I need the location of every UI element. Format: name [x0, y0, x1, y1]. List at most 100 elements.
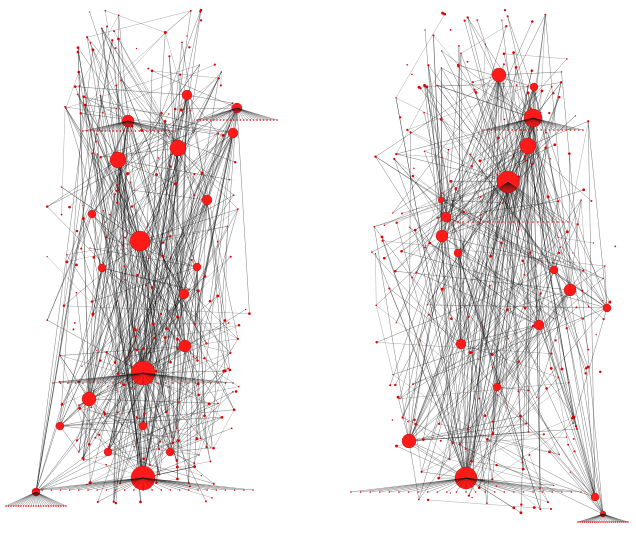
graph-edge	[87, 477, 144, 491]
graph-node-small	[50, 489, 53, 491]
graph-node-small	[350, 491, 352, 493]
graph-node-small	[91, 314, 94, 317]
graph-edge	[142, 372, 166, 384]
graph-node-small	[395, 221, 398, 224]
graph-node-small	[600, 521, 602, 523]
graph-edge	[116, 32, 166, 86]
graph-node-small	[234, 390, 238, 393]
graph-edge	[527, 121, 589, 147]
graph-node-small	[469, 153, 472, 156]
graph-node-small	[576, 223, 579, 226]
graph-node-small	[62, 304, 66, 308]
graph-edge	[587, 121, 596, 498]
graph-edge	[472, 181, 509, 223]
graph-node-small	[171, 441, 175, 445]
graph-edge	[507, 16, 571, 291]
graph-edge	[60, 477, 144, 491]
graph-node-small	[160, 489, 163, 491]
graph-node-small	[614, 245, 617, 248]
graph-node-small	[149, 382, 152, 384]
graph-node-small	[217, 402, 219, 405]
graph-node-small	[232, 119, 235, 121]
graph-edge	[236, 107, 258, 121]
graph-edge	[116, 85, 144, 479]
graph-edge	[399, 289, 571, 399]
graph-node-small	[520, 503, 523, 506]
graph-node-small	[359, 491, 362, 493]
graph-edge	[492, 181, 509, 223]
graph-node-small	[198, 64, 201, 66]
graph-node-small	[528, 453, 531, 456]
graph-edge	[100, 95, 119, 161]
graph-node-small	[115, 84, 118, 87]
graph-edge	[497, 394, 596, 498]
graph-edge	[127, 120, 160, 450]
graph-edge	[395, 97, 467, 479]
graph-edge	[69, 477, 144, 491]
graph-node-small	[158, 473, 161, 476]
graph-node-small	[425, 85, 429, 89]
graph-node-small	[173, 107, 177, 111]
graph-node-small	[374, 155, 377, 158]
graph-node-small	[517, 228, 520, 231]
graph-edge	[18, 491, 37, 507]
graph-edge	[532, 117, 542, 131]
graph-node-small	[522, 221, 524, 223]
graph-node-small	[393, 269, 397, 273]
graph-node-small	[113, 361, 117, 364]
graph-edge	[91, 213, 116, 363]
graph-node-small	[159, 312, 163, 316]
graph-node-small	[581, 289, 584, 292]
graph-edge	[61, 240, 141, 405]
graph-node-small	[495, 485, 498, 487]
graph-edge	[408, 316, 469, 442]
graph-node-small	[117, 411, 119, 414]
graph-node-small	[478, 159, 482, 163]
graph-node-small	[478, 397, 481, 400]
graph-node-small	[407, 420, 409, 423]
graph-node-small	[229, 255, 232, 258]
graph-node-small	[470, 165, 474, 168]
graph-edge	[107, 172, 203, 453]
graph-node-small	[12, 505, 15, 507]
graph-node-small	[237, 324, 241, 327]
graph-edge	[396, 153, 509, 183]
graph-node-small	[59, 382, 62, 384]
graph-node-small	[455, 491, 458, 493]
graph-edge	[399, 384, 414, 399]
graph-node-small	[602, 277, 604, 280]
graph-node-small	[604, 521, 606, 523]
graph-node-small	[205, 500, 207, 503]
graph-edge	[127, 120, 224, 136]
graph-node-small	[537, 221, 539, 223]
graph-edge	[96, 134, 118, 186]
graph-node-small	[579, 521, 581, 523]
graph-edge	[177, 102, 233, 149]
graph-edge	[465, 477, 495, 493]
graph-node-small	[436, 491, 439, 493]
graph-edge	[360, 477, 467, 493]
graph-edge	[507, 181, 549, 223]
graph-node-small	[85, 130, 88, 132]
graph-node-small	[121, 244, 124, 247]
graph-node-small	[557, 251, 561, 255]
graph-node-small	[490, 352, 494, 356]
graph-edge	[438, 74, 500, 424]
graph-node-small	[216, 119, 218, 121]
graph-node-small	[515, 84, 518, 86]
graph-node-small	[549, 366, 553, 370]
graph-edge	[83, 120, 129, 219]
graph-edge	[421, 423, 527, 472]
graph-edge	[116, 85, 141, 242]
graph-edge	[127, 120, 144, 132]
graph-node-small	[493, 491, 496, 493]
graph-edge	[107, 451, 214, 485]
graph-node-small	[440, 50, 443, 52]
graph-node-small	[20, 505, 22, 507]
graph-node-small	[269, 119, 272, 121]
graph-edge	[142, 372, 160, 450]
graph-node-small	[115, 130, 118, 132]
graph-edge	[169, 56, 179, 149]
graph-node-small	[236, 337, 240, 341]
graph-edge	[487, 361, 519, 440]
